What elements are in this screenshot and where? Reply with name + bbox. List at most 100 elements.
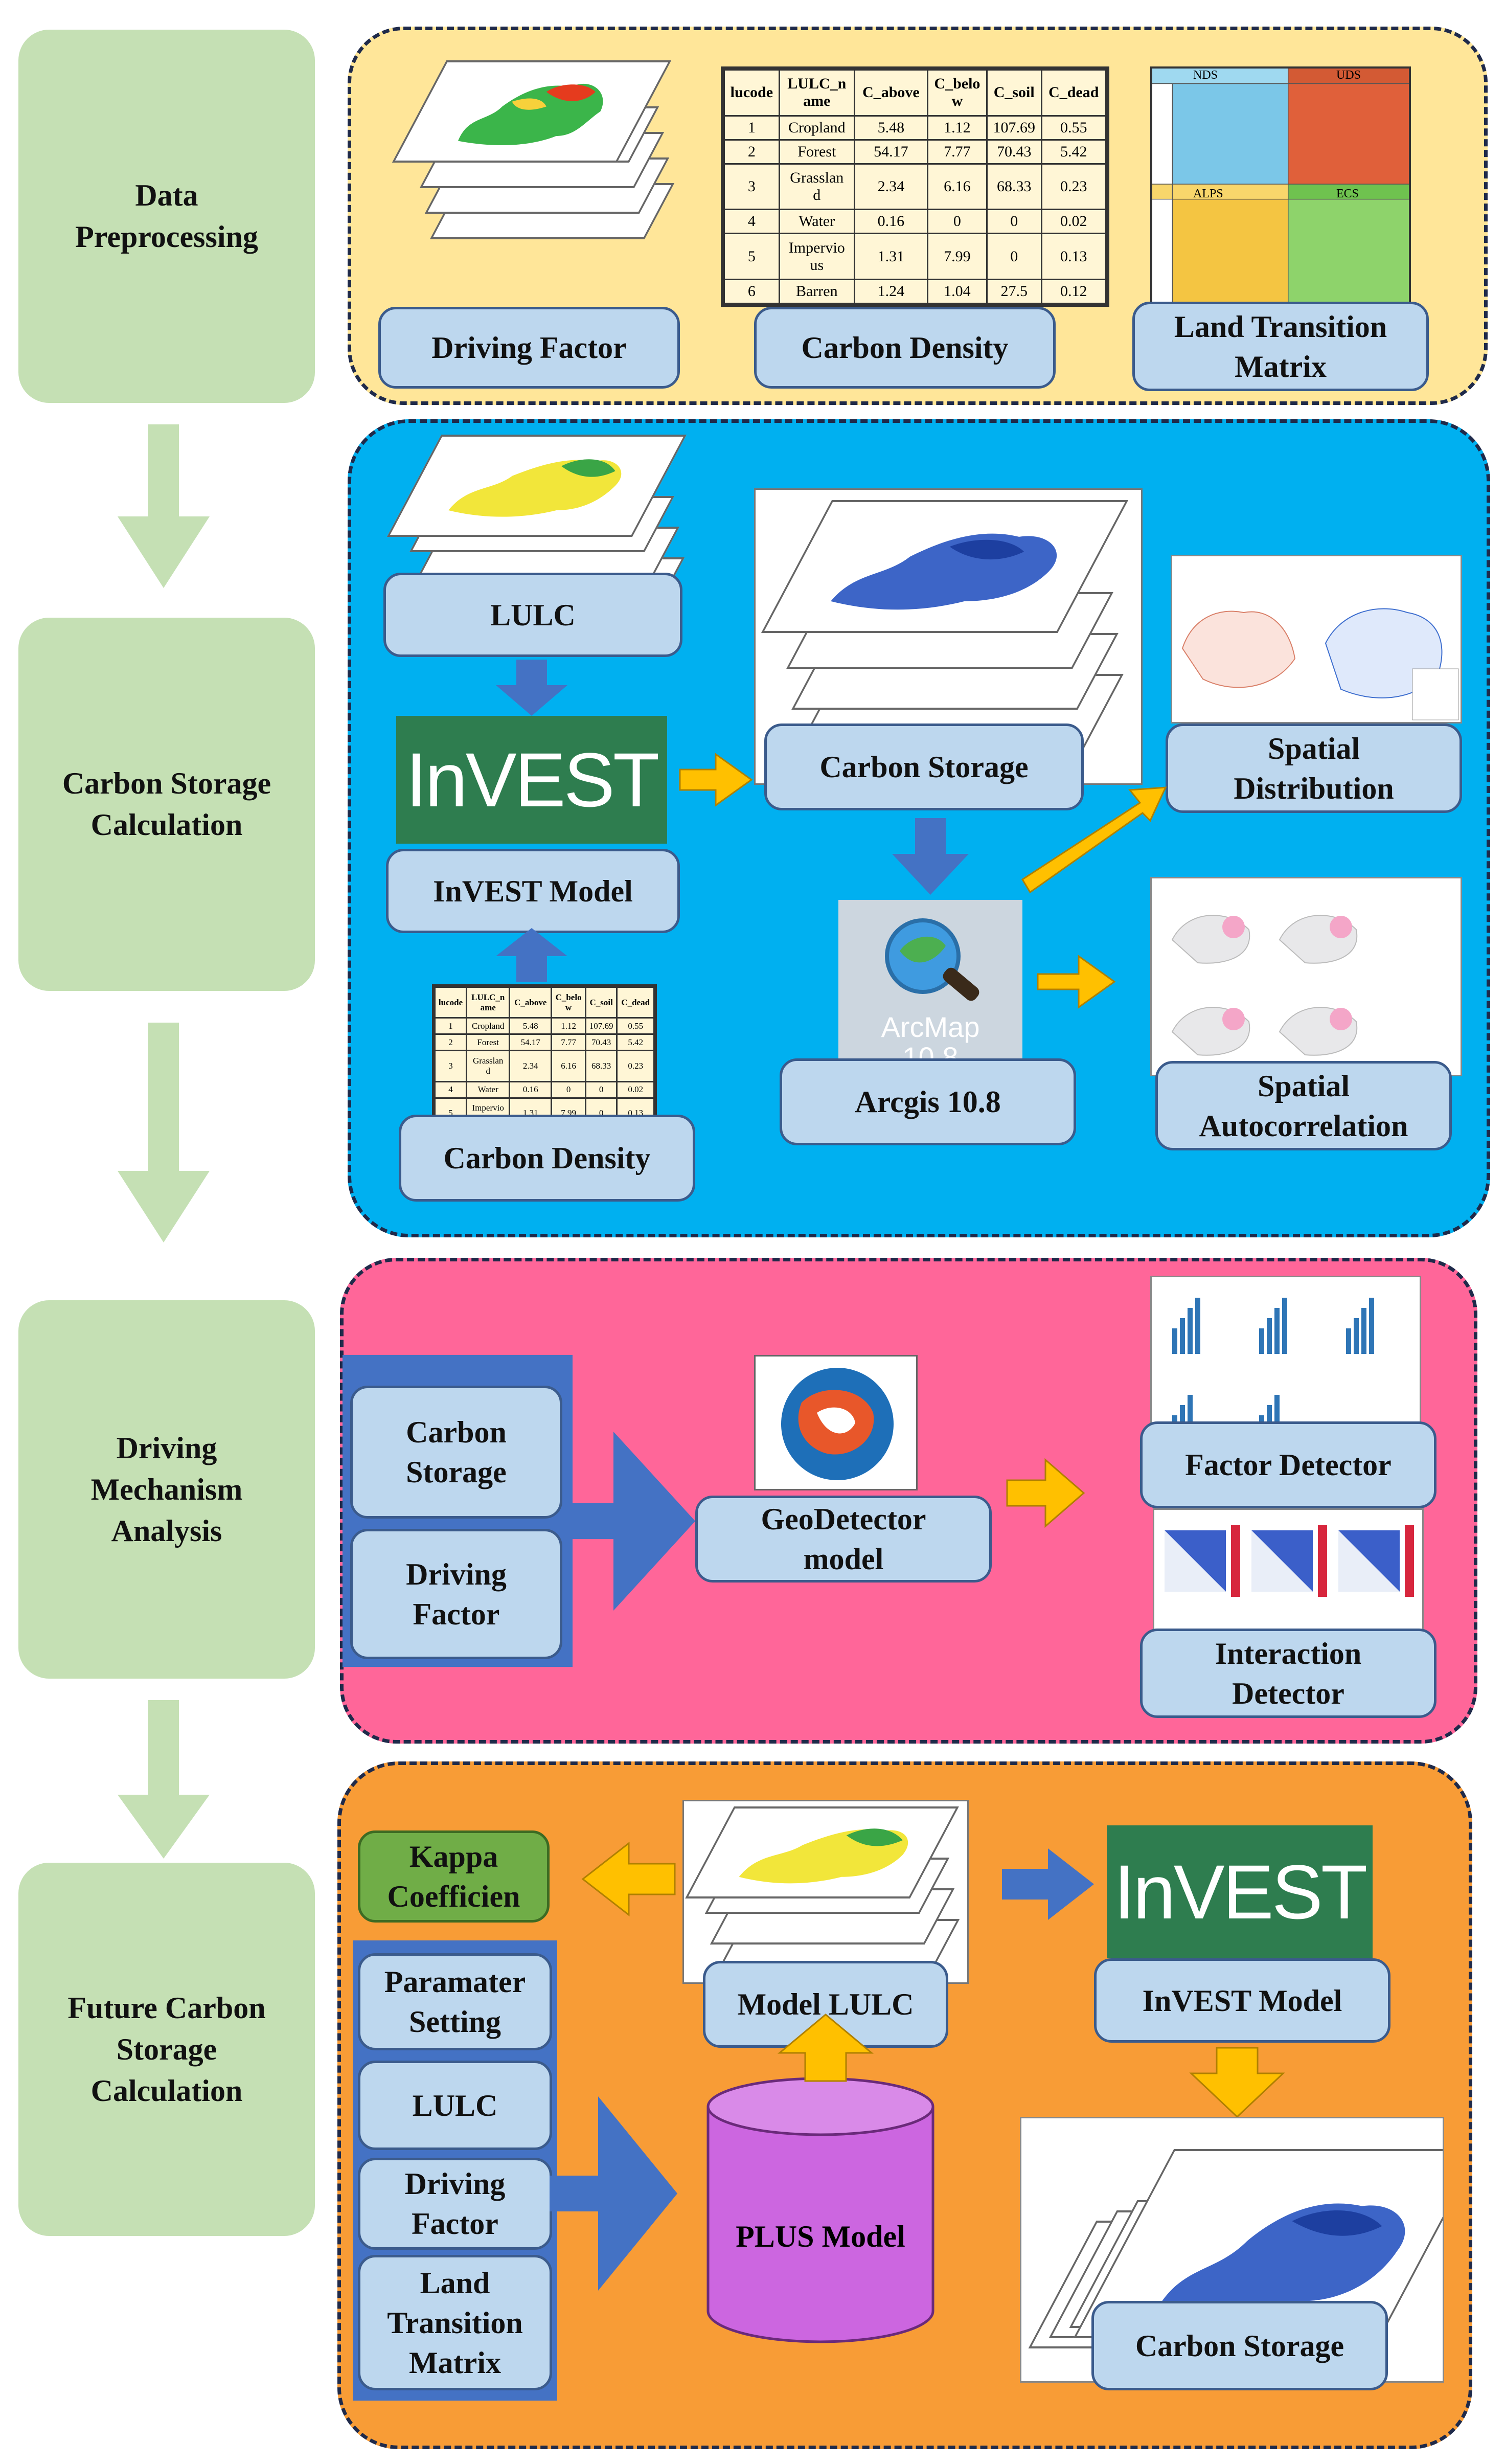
table-cell: 0.13 xyxy=(1040,233,1107,281)
table-header-cell: C_belo w xyxy=(551,986,586,1019)
table-cell: Grasslan d xyxy=(466,1050,511,1082)
plus-model-label: PLUS Model xyxy=(736,2220,905,2253)
table-cell: 2 xyxy=(434,1033,468,1052)
big-input-arrow xyxy=(567,1432,695,1611)
table-cell: 0.12 xyxy=(1040,279,1107,304)
tm-quadrant-ecs: ECS xyxy=(1336,187,1359,200)
table-header-cell: C_dead xyxy=(616,986,655,1019)
table-cell: Barren xyxy=(778,279,855,304)
table-cell: 0.02 xyxy=(1040,209,1107,235)
tm-quadrant-alps: ALPS xyxy=(1193,187,1223,200)
carbon-density-label-2: Carbon Density xyxy=(399,1115,695,1202)
arrow-plus-to-model-lulc xyxy=(777,2014,874,2082)
table-cell: 2.34 xyxy=(509,1050,553,1082)
table-cell: 1.12 xyxy=(551,1017,586,1035)
down-arrow-1 xyxy=(118,424,210,588)
parameter-setting-input: Paramater Setting xyxy=(358,1953,552,2050)
table-cell: Forest xyxy=(778,139,855,165)
table-cell: 4 xyxy=(723,209,780,235)
stage-flow-arrows xyxy=(118,424,210,1859)
table-cell: Water xyxy=(466,1080,511,1099)
table-cell: 1.04 xyxy=(926,279,988,304)
model-lulc-maps xyxy=(682,1800,969,1984)
table-cell: 0.23 xyxy=(1040,163,1107,211)
spatial-autocorrelation-maps xyxy=(1150,877,1462,1076)
table-cell: 70.43 xyxy=(584,1033,618,1052)
table-cell: 68.33 xyxy=(986,163,1042,211)
geodetector-label: GeoDetector model xyxy=(695,1496,992,1583)
carbon-storage-label: Carbon Storage xyxy=(764,724,1084,810)
table-cell: 0.55 xyxy=(1040,115,1107,141)
table-cell: 0 xyxy=(551,1080,586,1099)
table-cell: 107.69 xyxy=(584,1017,618,1035)
table-cell: Cropland xyxy=(778,115,855,141)
factor-detector-charts xyxy=(1150,1276,1421,1439)
driving-factor-maps xyxy=(373,55,705,321)
big-arrow-to-plus xyxy=(550,2096,677,2291)
table-header-cell: C_dead xyxy=(1040,69,1107,117)
invest-model-label: InVEST Model xyxy=(386,849,680,933)
table-cell: 4 xyxy=(434,1080,468,1099)
table-cell: 0.16 xyxy=(853,209,928,235)
table-cell: 2.34 xyxy=(853,163,928,211)
down-arrow-3 xyxy=(118,1700,210,1859)
table-cell: 5.42 xyxy=(616,1033,655,1052)
table-cell: 6 xyxy=(723,279,780,304)
table-cell: 107.69 xyxy=(986,115,1042,141)
stage-carbon-storage-calculation: Carbon Storage Calculation xyxy=(18,618,315,991)
arrow-geodetector-to-detectors xyxy=(1006,1458,1085,1528)
table-header-cell: C_soil xyxy=(986,69,1042,117)
geodetector-logo xyxy=(754,1355,918,1490)
carbon-density-label: Carbon Density xyxy=(754,307,1056,389)
table-cell: 0 xyxy=(986,233,1042,281)
arrow-to-invest-future xyxy=(1002,1848,1094,1920)
lulc-label: LULC xyxy=(383,573,682,657)
table-cell: 7.99 xyxy=(926,233,988,281)
table-cell: 3 xyxy=(434,1050,468,1082)
table-cell: 54.17 xyxy=(853,139,928,165)
plus-model-cylinder xyxy=(706,2077,934,2343)
stage-data-preprocessing: Data Preprocessing xyxy=(18,30,315,403)
arcmap-logo: ArcMap 10.8 xyxy=(838,900,1022,1089)
table-cell: 5.48 xyxy=(509,1017,553,1035)
spatial-distribution-label: Spatial Distribution xyxy=(1166,724,1462,813)
table-cell: 5.42 xyxy=(1040,139,1107,165)
table-cell: 5.48 xyxy=(853,115,928,141)
table-header-cell: LULC_n ame xyxy=(778,69,855,117)
land-transition-matrix-input: Land Transition Matrix xyxy=(358,2255,552,2390)
down-arrow-2 xyxy=(118,1023,210,1242)
table-cell: 6.16 xyxy=(551,1050,586,1082)
table-header-cell: C_above xyxy=(853,69,928,117)
driving-factor-input: Driving Factor xyxy=(350,1529,562,1659)
table-cell: 1.31 xyxy=(853,233,928,281)
table-cell: Water xyxy=(778,209,855,235)
lulc-input: LULC xyxy=(358,2061,552,2150)
arcgis-label: Arcgis 10.8 xyxy=(780,1058,1076,1145)
driving-factor-label: Driving Factor xyxy=(378,307,680,389)
table-cell: Forest xyxy=(466,1033,511,1052)
table-cell: 27.5 xyxy=(986,279,1042,304)
stage-future-carbon-storage: Future Carbon Storage Calculation xyxy=(18,1863,315,2236)
table-cell: Grasslan d xyxy=(778,163,855,211)
carbon-storage-input: Carbon Storage xyxy=(350,1386,562,1519)
table-cell: 54.17 xyxy=(509,1033,553,1052)
table-cell: 3 xyxy=(723,163,780,211)
arrow-invest-to-storage-future xyxy=(1189,2047,1285,2118)
table-cell: 7.77 xyxy=(551,1033,586,1052)
table-cell: 6.16 xyxy=(926,163,988,211)
table-cell: 1 xyxy=(723,115,780,141)
table-cell: 70.43 xyxy=(986,139,1042,165)
